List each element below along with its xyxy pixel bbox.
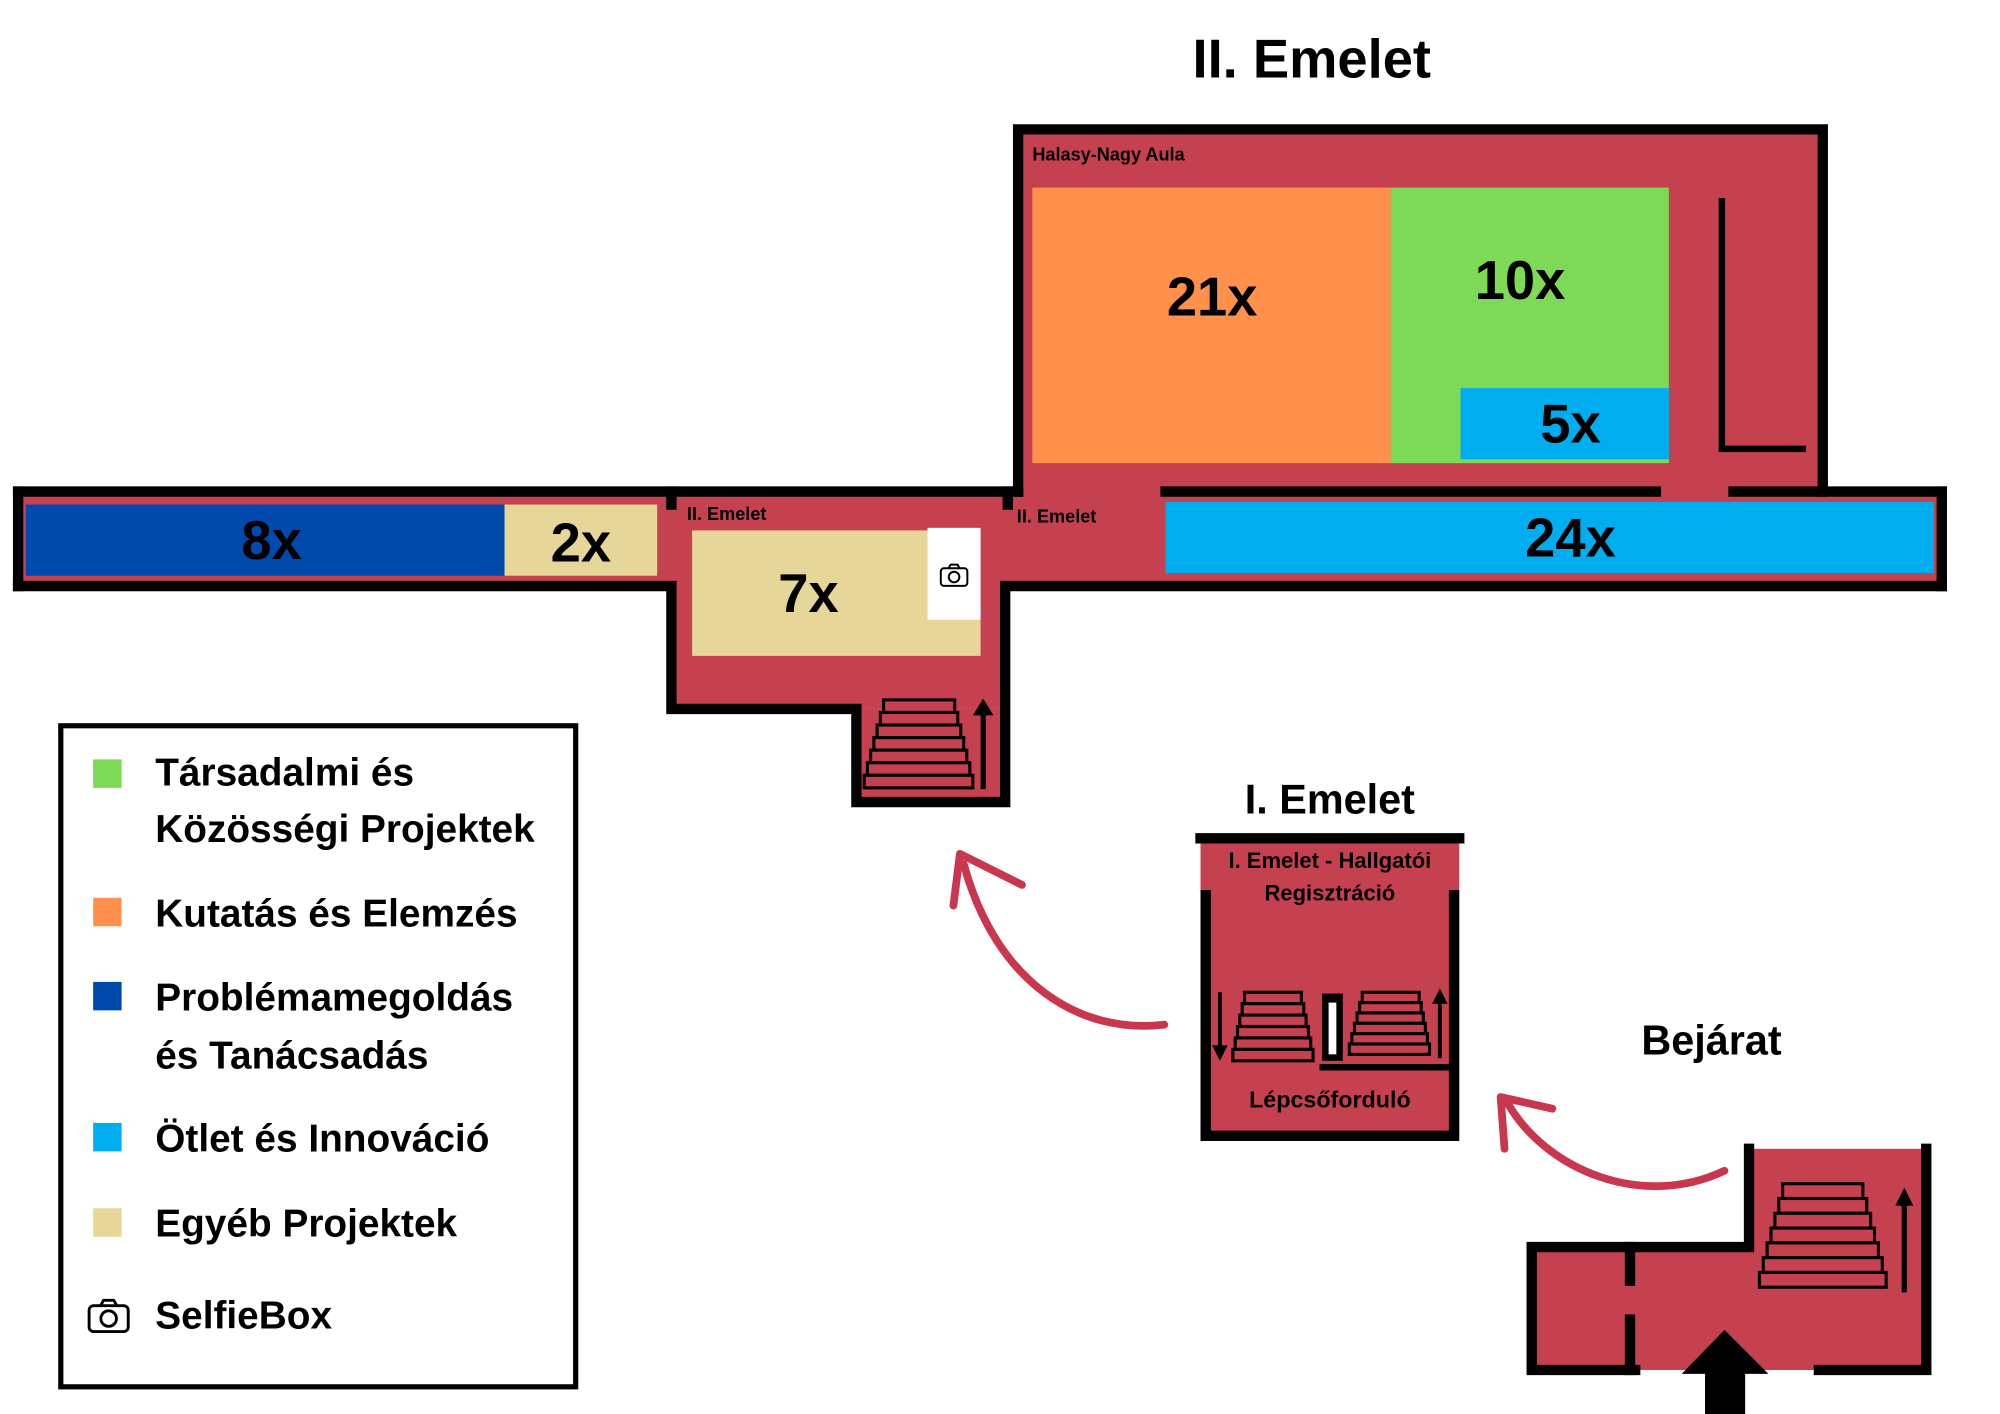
staircase-icon [1757, 1182, 1888, 1289]
legend-swatch [93, 897, 122, 927]
stair-step [1231, 1047, 1315, 1063]
stair-step [1350, 1032, 1429, 1046]
legend-label: és Tanácsadás [155, 1035, 428, 1078]
entrance-title: Bejárat [1641, 1017, 1782, 1063]
arrow-up-icon [1895, 1187, 1914, 1293]
wall [1526, 1143, 1755, 1376]
zone-innovation-corridor [1165, 501, 1935, 574]
stair-step [872, 736, 966, 752]
stair-step [1761, 1256, 1884, 1274]
legend-label: Kutatás és Elemzés [155, 892, 517, 935]
arrow-up-icon [1432, 988, 1448, 1059]
stair-step [1773, 1211, 1873, 1230]
staircase-icon [1347, 990, 1432, 1056]
legend-label: Egyéb Projektek [155, 1203, 457, 1246]
legend-label: Társadalmi és [155, 751, 414, 794]
staircase-icon [1231, 990, 1315, 1063]
second-floor-title: II. Emelet [1192, 29, 1431, 90]
wall [12, 580, 1947, 808]
zone-other-corridor [504, 504, 658, 576]
entrance-arrow-icon [1681, 1329, 1769, 1414]
stair-step [878, 710, 960, 727]
legend-box [58, 723, 579, 1390]
stair-step [1233, 1036, 1313, 1051]
zone-count-label: 7x [778, 563, 838, 624]
route-arrow-to-first-floor [1496, 1093, 1729, 1190]
walls [12, 124, 1947, 808]
stair-step [1238, 1013, 1308, 1029]
wall [1012, 124, 1828, 497]
legend: Társadalmi és Közösségi Projektek Kutatá… [58, 723, 579, 1390]
entrance-plan [1526, 1143, 1932, 1414]
zone-count-label: 10x [1475, 250, 1566, 311]
selfiebox-spot [927, 527, 981, 620]
stair-step [1777, 1196, 1869, 1215]
legend-label: SelfieBox [155, 1295, 332, 1338]
stair-step [862, 773, 975, 790]
stair-step [1769, 1226, 1877, 1245]
hall-label-right: II. Emelet [1017, 507, 1097, 527]
registration-label: I. Emelet - Hallgatói [1228, 848, 1431, 873]
zone-count-label: 24x [1525, 507, 1616, 568]
stair-step [1235, 1024, 1310, 1040]
legend-label: Közösségi Projektek [155, 808, 535, 851]
zone-problem-solving [25, 504, 505, 576]
legend-swatch [93, 759, 122, 788]
stair-step [875, 723, 963, 740]
stair-step [865, 761, 972, 777]
wall [1813, 1143, 1932, 1376]
zone-innovation-aula [1460, 388, 1669, 460]
stair-step [1355, 1011, 1425, 1025]
route-arrow-to-second-floor [949, 849, 1169, 1030]
legend-swatch [93, 981, 122, 1011]
wall [1200, 890, 1460, 1142]
stair-divider-inner [1328, 1002, 1337, 1055]
zone-count-label: 2x [551, 512, 611, 573]
staircase-icon [862, 698, 975, 790]
second-floor-plan: 21x 10x 5x 8x 2x 7x 24x Halasy-Nagy Aula… [12, 124, 1947, 808]
zone-count-label: 8x [241, 510, 301, 571]
first-floor-plan: I. Emelet - Hallgatói Regisztráció Lépcs… [1195, 833, 1465, 1142]
legend-swatch [93, 1122, 122, 1152]
legend-swatch [93, 1208, 122, 1237]
stair-step [1757, 1270, 1888, 1289]
stair-step [869, 748, 969, 765]
landing-label: Lépcsőforduló [1249, 1086, 1411, 1112]
aula-label: Halasy-Nagy Aula [1032, 144, 1185, 164]
first-floor-title: I. Emelet [1245, 777, 1415, 823]
stair-step [1240, 1002, 1306, 1017]
zone-count-label: 5x [1540, 393, 1600, 454]
legend-label: Ötlet és Innováció [155, 1117, 489, 1160]
legend-label: Problémamegoldás [155, 976, 513, 1019]
stair-step [1242, 990, 1303, 1006]
stair-step [1352, 1021, 1427, 1036]
arrow-up-icon [972, 698, 994, 790]
first-floor-floor [1200, 838, 1460, 1136]
stair-step [1781, 1182, 1865, 1201]
walls [1195, 833, 1465, 1142]
registration-label: Regisztráció [1265, 880, 1396, 905]
stair-step [1765, 1241, 1880, 1260]
zone-count-label: 21x [1167, 267, 1258, 328]
walls [1526, 1143, 1932, 1376]
stair-step [882, 698, 957, 715]
arrow-down-icon [1212, 992, 1228, 1061]
partition-wall [1718, 197, 1806, 453]
hall-label-left: II. Emelet [687, 504, 767, 524]
stair-step [1347, 1042, 1432, 1056]
zone-research [1032, 187, 1391, 464]
